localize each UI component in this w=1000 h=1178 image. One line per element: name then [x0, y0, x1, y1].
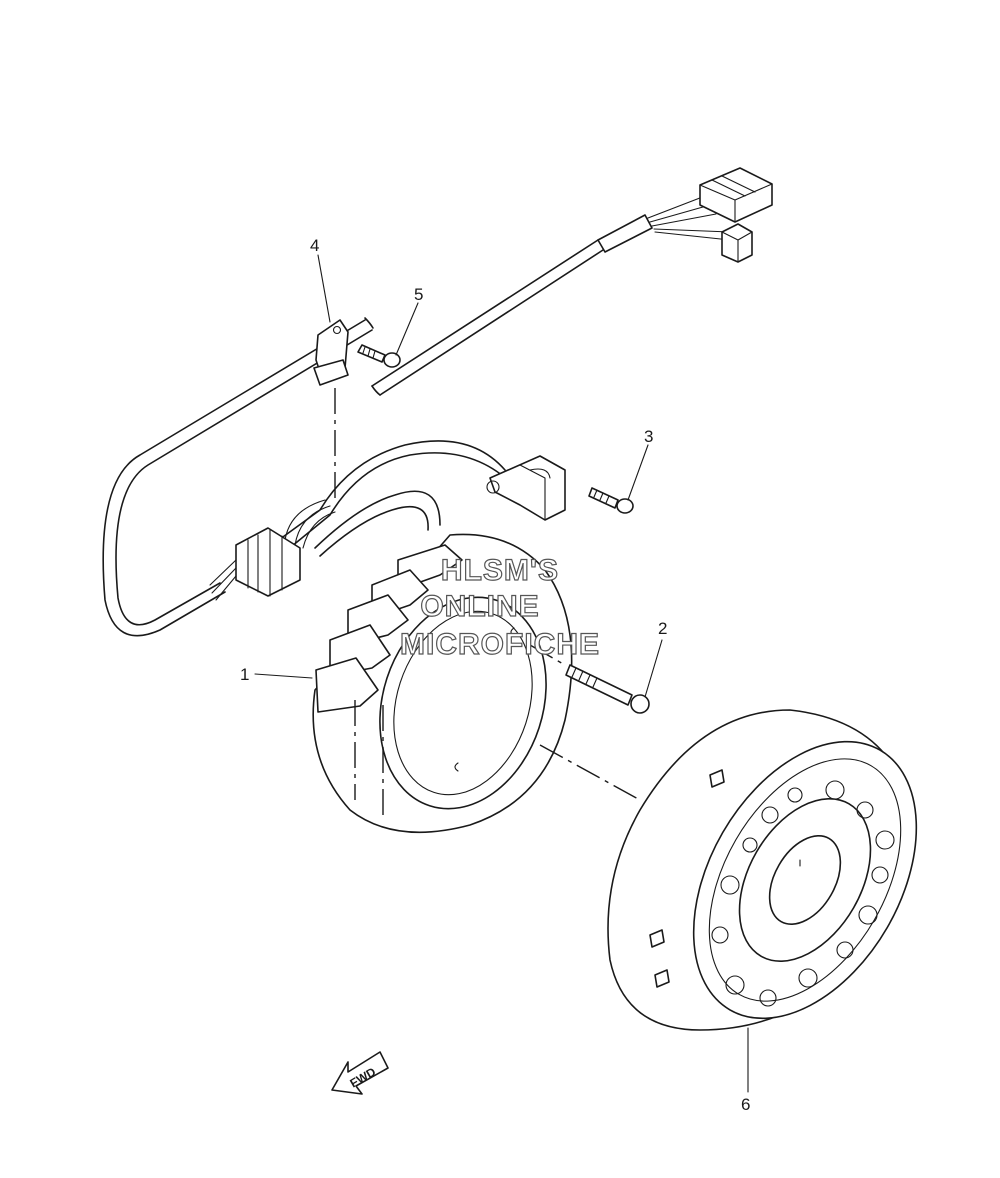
- bolt-2: [529, 644, 650, 714]
- watermark-line-1: HLSM'S: [441, 554, 559, 587]
- watermark-line-3: MICROFICHE: [400, 628, 600, 661]
- screw-5: [357, 344, 401, 368]
- callout-4: 4: [310, 236, 319, 255]
- fwd-arrow-icon: FWD: [331, 1051, 389, 1095]
- screw-3: [588, 487, 634, 514]
- callout-1: 1: [240, 665, 249, 684]
- watermark-line-2: ONLINE: [420, 590, 539, 623]
- callout-3: 3: [644, 427, 653, 446]
- callout-2: 2: [658, 619, 667, 638]
- stator-lead: [209, 440, 566, 601]
- callout-6: 6: [741, 1095, 750, 1114]
- clamp-bracket: [313, 319, 349, 500]
- stator-assembly: [312, 533, 573, 834]
- callouts: 1 2 3 4 5 6: [240, 236, 750, 1114]
- wire-harness: [102, 167, 773, 637]
- callout-5: 5: [414, 285, 423, 304]
- watermark: HLSM'S ONLINE MICROFICHE: [399, 553, 600, 661]
- rotor-flywheel: [539, 709, 918, 1031]
